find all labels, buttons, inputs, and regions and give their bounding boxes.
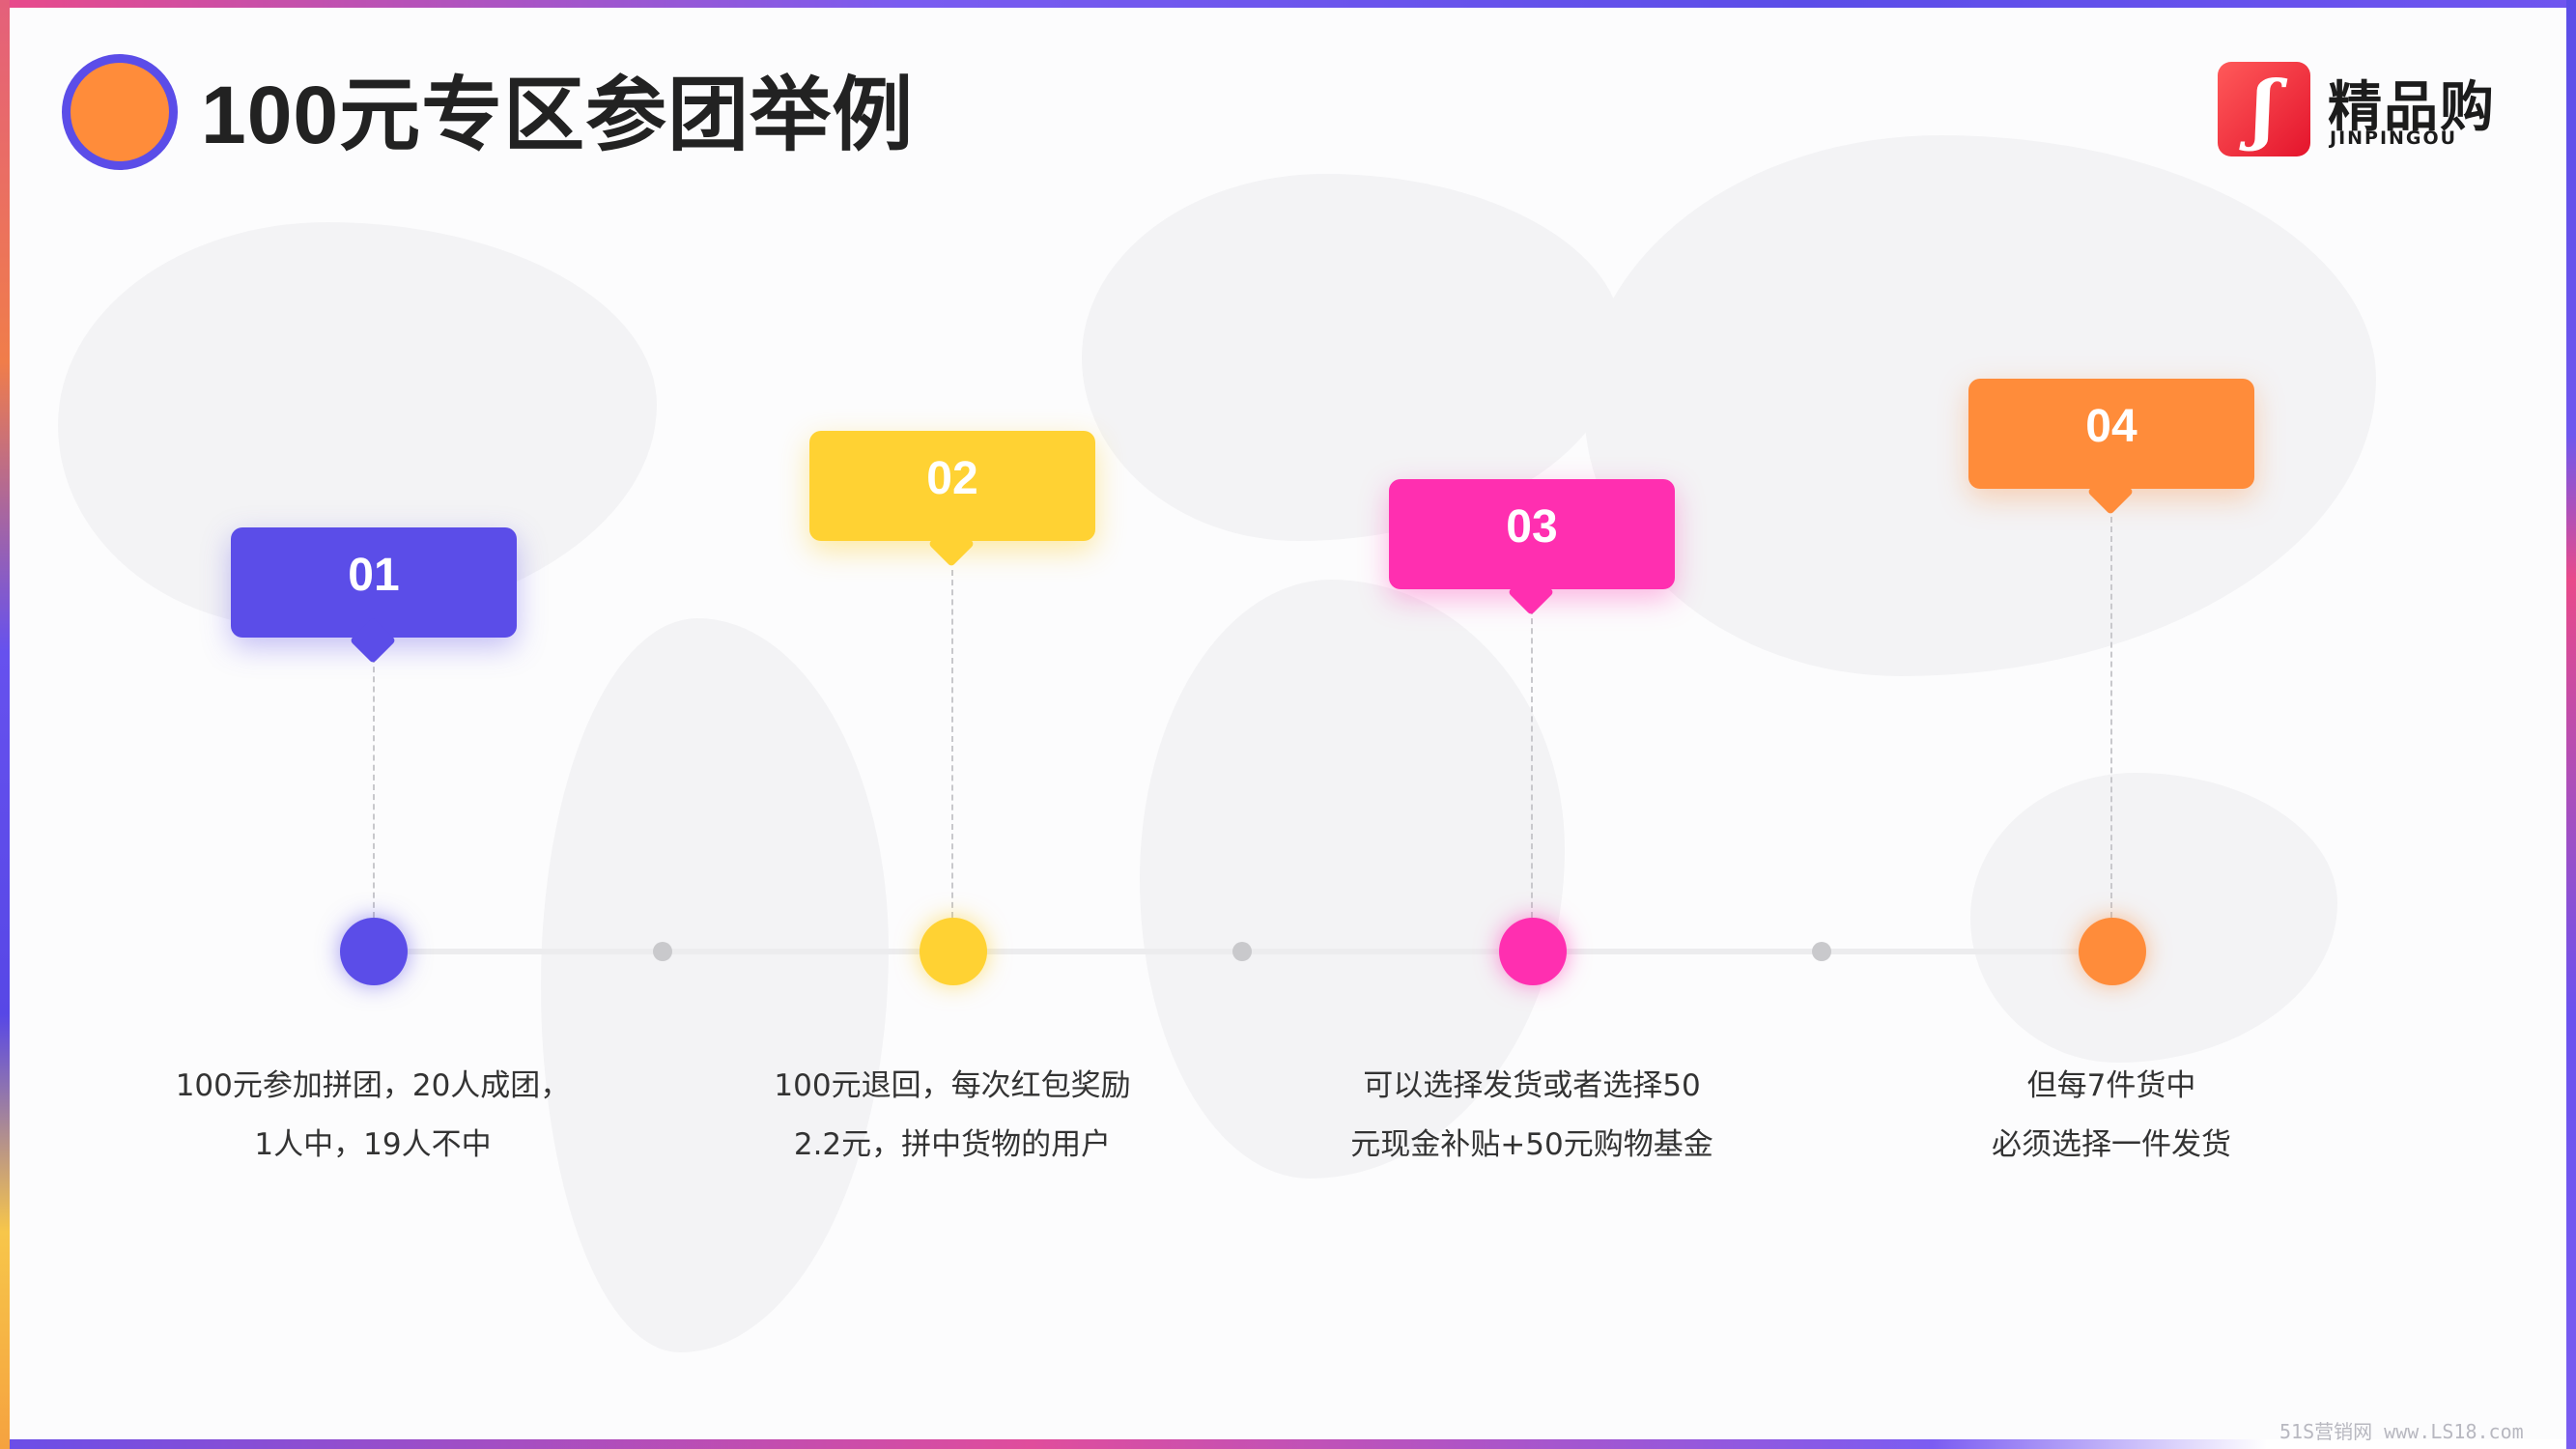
timeline-node-02 <box>920 918 987 985</box>
border-top <box>0 0 2576 8</box>
step-number: 03 <box>1506 501 1558 553</box>
brand-logo: ʃ 精品购 JINPINGOU <box>2218 58 2507 164</box>
logo-name: 精品购 <box>2328 76 2496 139</box>
step-number: 02 <box>926 453 978 504</box>
connector-line <box>1531 609 1533 918</box>
step-tag-02: 02 <box>809 431 1095 568</box>
timeline-minor-dot <box>1812 942 1831 961</box>
description-line: 元现金补贴+50元购物基金 <box>1350 1127 1713 1162</box>
step-description-04: 但每7件货中 必须选择一件发货 <box>1841 1057 2382 1175</box>
watermark: 51S营销网 www.LS18.com <box>2279 1420 2524 1443</box>
connector-line <box>951 570 953 918</box>
logo-subtitle: JINPINGOU <box>2330 128 2458 149</box>
step-description-01: 100元参加拼团，20人成团， 1人中，19人不中 <box>102 1057 643 1175</box>
timeline-node-04 <box>2079 918 2146 985</box>
background-map-shape <box>1970 773 2337 1063</box>
step-number: 04 <box>2085 401 2137 452</box>
step-description-02: 100元退回，每次红包奖励 2.2元，拼中货物的用户 <box>682 1057 1223 1175</box>
background-map-shape <box>541 618 889 1352</box>
step-number: 01 <box>348 550 400 601</box>
step-tag-01: 01 <box>231 527 517 665</box>
step-tag-04: 04 <box>1968 379 2254 516</box>
description-line: 100元参加拼团，20人成团， <box>175 1068 571 1103</box>
border-left <box>0 0 10 1449</box>
timeline-node-03 <box>1499 918 1567 985</box>
description-line: 1人中，19人不中 <box>254 1127 492 1162</box>
description-line: 但每7件货中 <box>2026 1068 2196 1103</box>
connector-line <box>373 657 375 918</box>
description-line: 100元退回，每次红包奖励 <box>774 1068 1131 1103</box>
logo-mark-icon: ʃ <box>2218 62 2310 156</box>
timeline-minor-dot <box>653 942 672 961</box>
description-line: 可以选择发货或者选择50 <box>1363 1068 1701 1103</box>
step-description-03: 可以选择发货或者选择50 元现金补贴+50元购物基金 <box>1261 1057 1802 1175</box>
connector-line <box>2110 517 2112 918</box>
title-bullet-icon <box>62 54 178 170</box>
timeline-node-01 <box>340 918 408 985</box>
step-tag-03: 03 <box>1389 479 1675 616</box>
border-right <box>2566 0 2576 1449</box>
description-line: 2.2元，拼中货物的用户 <box>793 1127 1112 1162</box>
description-line: 必须选择一件发货 <box>1992 1127 2231 1162</box>
timeline-minor-dot <box>1232 942 1252 961</box>
page-title: 100元专区参团举例 <box>201 70 915 160</box>
border-bottom <box>0 1439 2576 1449</box>
